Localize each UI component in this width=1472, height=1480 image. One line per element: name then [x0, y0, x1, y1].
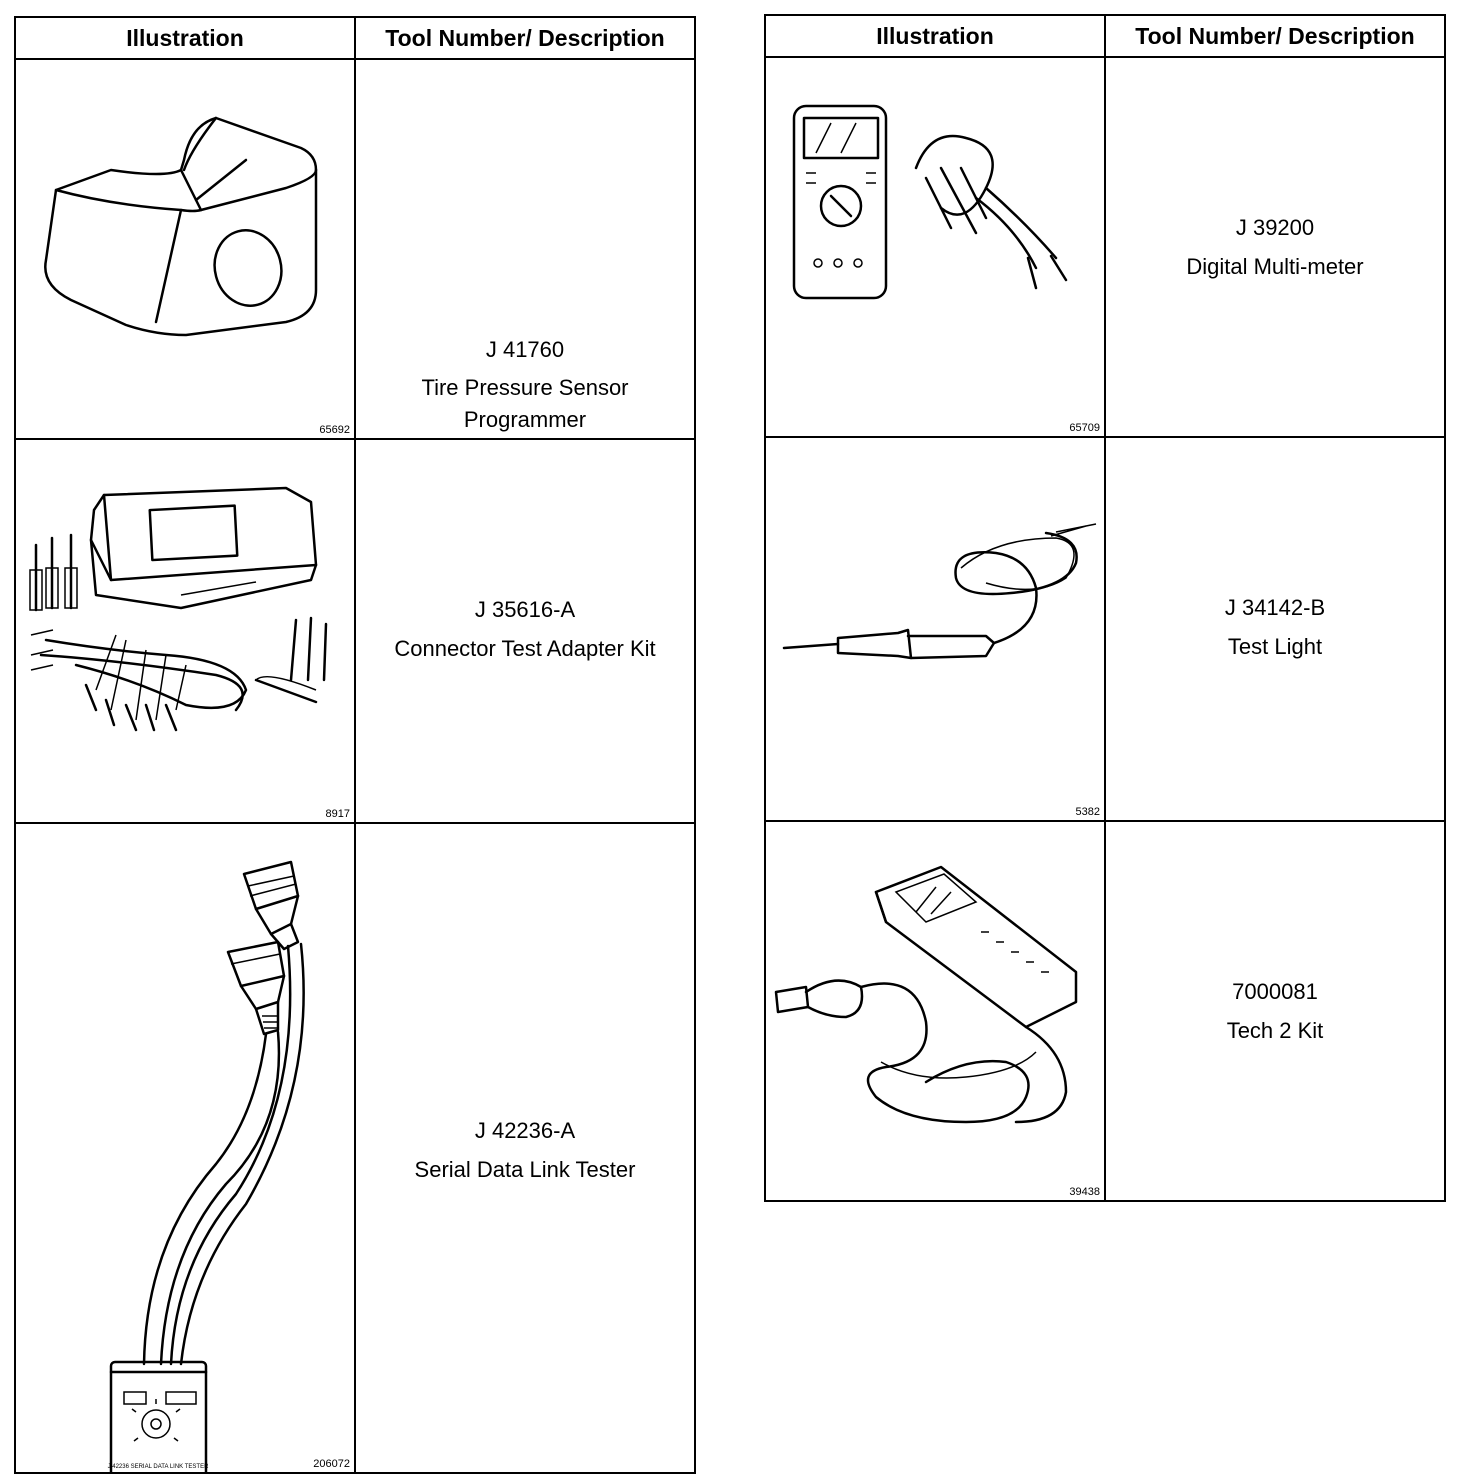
illustration-cell: 65709 [764, 56, 1106, 438]
figure-number: 5382 [1075, 806, 1100, 818]
tool-cell: J 35616-A Connector Test Adapter Kit [354, 438, 696, 824]
table-row: 65692 J 41760 Tire Pressure Sensor Progr… [14, 58, 696, 440]
figure-number: 8917 [325, 808, 350, 820]
tool-header: Tool Number/ Description [354, 16, 696, 60]
tool-description: Tire Pressure Sensor Programmer [421, 375, 629, 432]
table-row: 39438 7000081 Tech 2 Kit [764, 820, 1446, 1202]
tool-description: Connector Test Adapter Kit [394, 636, 656, 661]
figure-number: 65692 [319, 424, 350, 436]
illustration-cell: 8917 [14, 438, 356, 824]
tool-cell: J 34142-B Test Light [1104, 436, 1446, 822]
table-row: J 42236 SERIAL DATA LINK TESTER 206072 J… [14, 822, 696, 1474]
tool-cell: 7000081 Tech 2 Kit [1104, 820, 1446, 1202]
illustration-cell: J 42236 SERIAL DATA LINK TESTER 206072 [14, 822, 356, 1474]
illustration-cell: 5382 [764, 436, 1106, 822]
multimeter-icon [792, 104, 1068, 300]
table-row: 8917 J 35616-A Connector Test Adapter Ki… [14, 438, 696, 824]
tool-description: Test Light [1227, 634, 1323, 659]
illustration-header: Illustration [764, 14, 1106, 58]
figure-number: 206072 [313, 1458, 350, 1470]
tool-number: J 39200 [1235, 215, 1315, 240]
tool-cell: J 39200 Digital Multi-meter [1104, 56, 1446, 438]
illustration-header: Illustration [14, 16, 356, 60]
header-row: Illustration Tool Number/ Description [14, 16, 696, 60]
illustration-cell: 65692 [14, 58, 356, 440]
tool-description: Digital Multi-meter [1186, 254, 1364, 279]
tool-description: Serial Data Link Tester [414, 1157, 636, 1182]
left-tools-table: Illustration Tool Number/ Description 65… [14, 16, 696, 1474]
tool-number: J 34142-B [1224, 595, 1326, 620]
figure-number: 65709 [1069, 422, 1100, 434]
serial-data-link-tester-icon: J 42236 SERIAL DATA LINK TESTER [108, 860, 305, 1472]
tool-header: Tool Number/ Description [1104, 14, 1446, 58]
figure-number: 39438 [1069, 1186, 1100, 1198]
tech2-scan-tool-icon [774, 865, 1078, 1124]
tester-label: J 42236 SERIAL DATA LINK TESTER [108, 1464, 209, 1470]
tool-number: J 35616-A [474, 597, 576, 622]
tool-number: 7000081 [1232, 979, 1318, 1004]
connector-adapter-kit-icon [29, 486, 328, 732]
right-tools-table: Illustration Tool Number/ Description 65… [764, 14, 1446, 1202]
test-light-icon [782, 523, 1097, 660]
illustration-cell: 39438 [764, 820, 1106, 1202]
tool-cell: J 42236-A Serial Data Link Tester [354, 822, 696, 1474]
table-row: 65709 J 39200 Digital Multi-meter [764, 56, 1446, 438]
tool-cell: J 41760 Tire Pressure Sensor Programmer [354, 58, 696, 440]
header-row: Illustration Tool Number/ Description [764, 14, 1446, 58]
tire-pressure-programmer-icon [44, 116, 318, 337]
table-row: 5382 J 34142-B Test Light [764, 436, 1446, 822]
tool-description: Tech 2 Kit [1226, 1018, 1324, 1043]
tool-number: J 41760 [485, 337, 565, 362]
tool-number: J 42236-A [474, 1118, 576, 1143]
